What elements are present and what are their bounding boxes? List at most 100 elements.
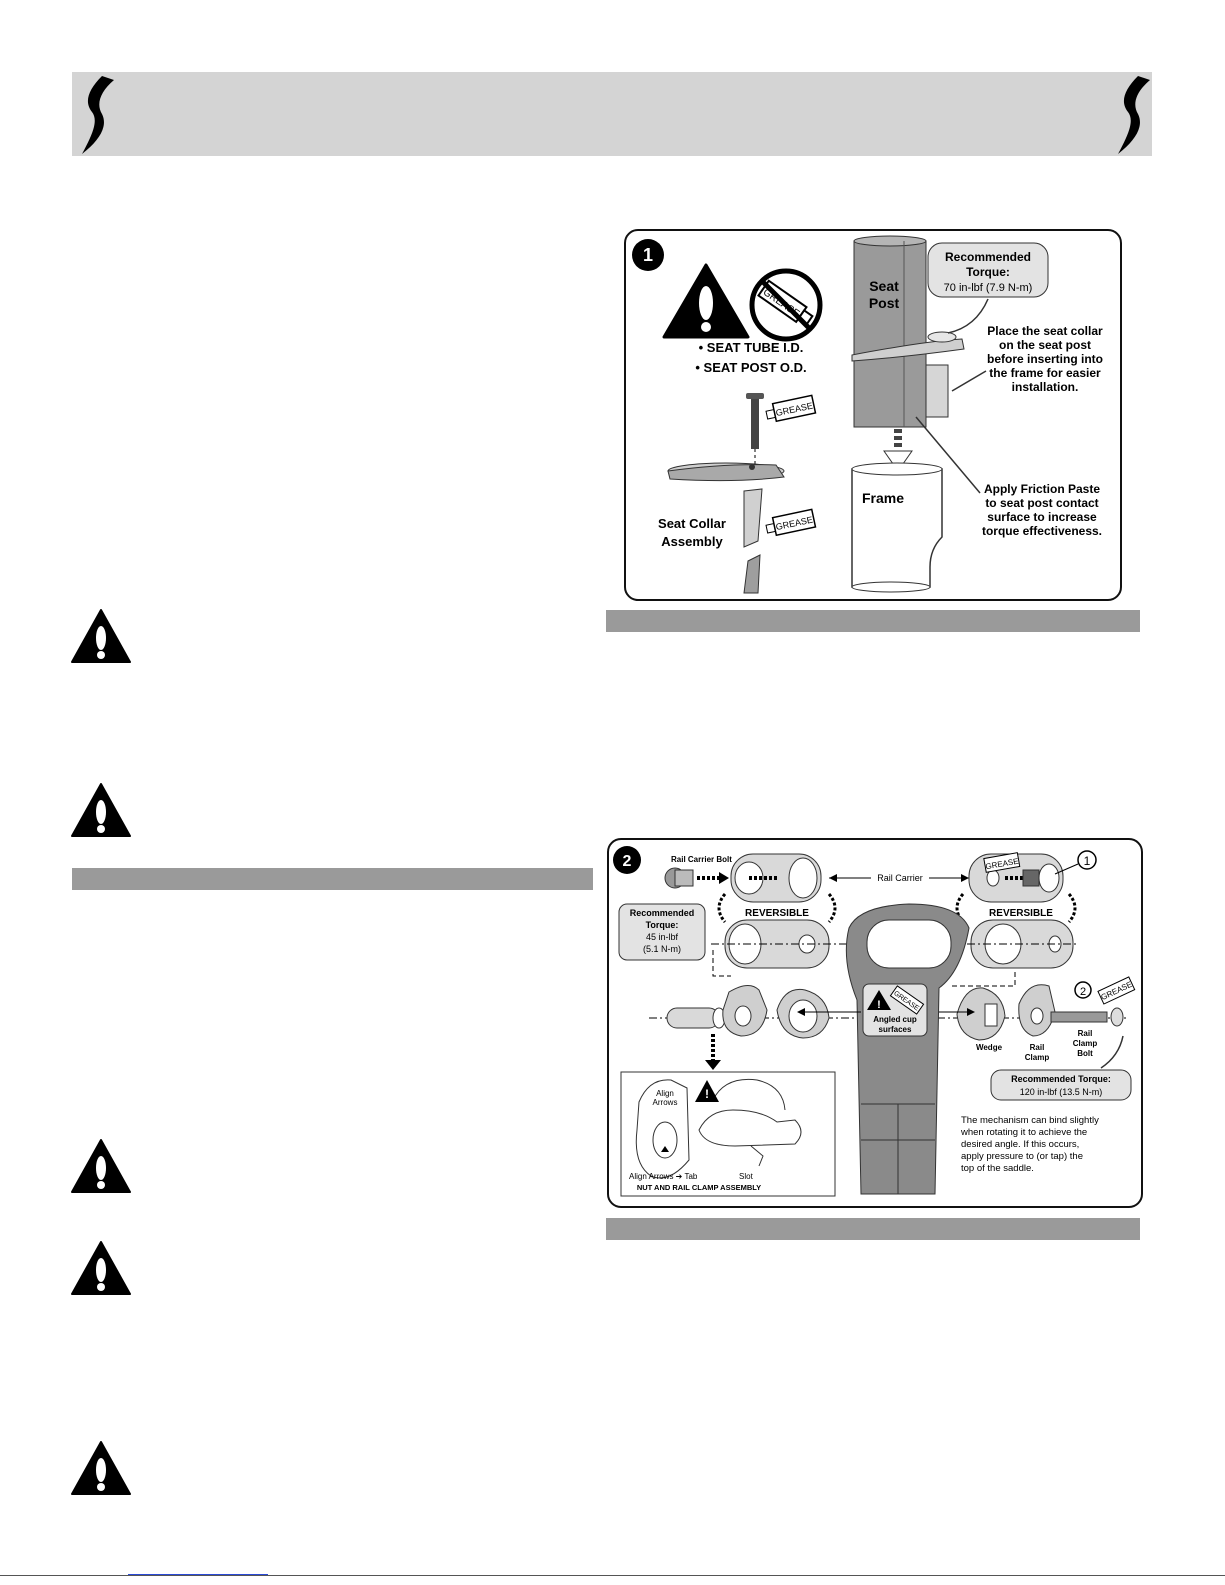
reversible-label-left: REVERSIBLE [745, 908, 809, 919]
rotate-arrow [1067, 893, 1077, 923]
left-clamp-parts [666, 985, 861, 1039]
header-bar [72, 72, 1152, 156]
svg-text:Recommended Torque:: Recommended Torque: [1011, 1074, 1111, 1084]
svg-text:installation.: installation. [1012, 380, 1079, 394]
seat-collar [667, 462, 785, 482]
svg-text:!: ! [877, 999, 881, 1011]
right-clamp-parts [939, 984, 1124, 1041]
grease-tube-icon: GREASE [1097, 976, 1136, 1005]
rail-clamp-bolt-label-1: Rail [1078, 1029, 1093, 1038]
rotate-arrow [827, 893, 837, 923]
seat-post-label-1: Seat [869, 278, 899, 294]
rail-clamp-label-1: Rail [1030, 1043, 1045, 1052]
figure-2-rail-clamp: 2 Rail Carrier Bolt REVERSIBLE Rail Carr… [607, 838, 1143, 1208]
svg-text:2: 2 [1080, 986, 1086, 998]
svg-text:desired angle. If this occurs,: desired angle. If this occurs, [961, 1139, 1079, 1150]
torque-callout: Recommended Torque: 70 in-lbf (7.9 N-m) [927, 242, 1049, 298]
rail-clamp-label-2: Clamp [1025, 1053, 1050, 1062]
warning-icon [71, 1241, 131, 1295]
svg-text:to seat post contact: to seat post contact [985, 496, 1098, 510]
angled-cup-callout: ! GREASE Angled cup surfaces [862, 983, 928, 1037]
brand-logo-right-icon [1118, 76, 1150, 154]
step-2-badge [613, 846, 641, 874]
torque-callout-right: Recommended Torque: 120 in-lbf (13.5 N-m… [990, 1069, 1132, 1101]
rail-clamp-bolt-label-2: Clamp [1073, 1039, 1098, 1048]
page-bottom-rule [0, 1575, 1225, 1576]
svg-text:Place the seat collar: Place the seat collar [987, 324, 1103, 338]
friction-note: Apply Friction Paste to seat post contac… [982, 482, 1102, 538]
inset-title: NUT AND RAIL CLAMP ASSEMBLY [637, 1183, 761, 1192]
collar-bolt [746, 393, 764, 465]
section-bar-left [72, 868, 593, 890]
dashed-arrow [697, 872, 729, 884]
collar-note: Place the seat collar on the seat post b… [987, 324, 1103, 394]
svg-text:Recommended: Recommended [945, 250, 1031, 264]
collar-note-pointer [951, 370, 987, 392]
footnote-link-rule [128, 1574, 268, 1575]
svg-text:Angled cup: Angled cup [873, 1015, 917, 1024]
svg-text:Recommended: Recommended [630, 908, 695, 918]
no-grease-item-seat-tube: • SEAT TUBE I.D. [699, 340, 804, 355]
svg-text:70 in-lbf (7.9 N-m): 70 in-lbf (7.9 N-m) [944, 282, 1033, 294]
marker-2 [1074, 981, 1092, 999]
no-grease-item-seat-post: • SEAT POST O.D. [695, 360, 806, 375]
insert-arrow [883, 429, 913, 472]
torque-pointer [1100, 1035, 1124, 1069]
svg-text:when rotating it to achieve th: when rotating it to achieve the [960, 1127, 1087, 1138]
torque-pointer [947, 298, 989, 334]
rail-carrier-label: Rail Carrier [877, 873, 923, 883]
bind-note: The mechanism can bind slightly when rot… [960, 1115, 1099, 1174]
figure-1-illustration: 1 GREASE • SEAT TUBE I.D. • SEAT POST O.… [632, 235, 1103, 594]
section-bar-right-1 [606, 610, 1140, 632]
wedge-label: Wedge [976, 1043, 1003, 1052]
collar-assembly-label-1: Seat Collar [658, 516, 726, 531]
svg-text:apply pressure to (or tap) the: apply pressure to (or tap) the [961, 1151, 1083, 1162]
svg-text:The mechanism can bind slightl: The mechanism can bind slightly [961, 1115, 1099, 1126]
frame-tube [851, 462, 943, 593]
svg-text:120 in-lbf (13.5 N-m): 120 in-lbf (13.5 N-m) [1020, 1087, 1103, 1097]
grease-tube-icon: GREASE [765, 394, 817, 423]
seat-post-label-2: Post [869, 295, 900, 311]
reversible-label-right: REVERSIBLE [989, 908, 1053, 919]
marker-1 [1077, 850, 1097, 870]
collar-wedge [743, 488, 763, 594]
svg-text:Apply Friction Paste: Apply Friction Paste [984, 482, 1100, 496]
slot-label: Slot [739, 1172, 754, 1181]
no-grease-icon: GREASE [749, 268, 823, 342]
nut-rail-clamp-inset: ! Align Arrows Align Arrows ➔ Tab Slot N… [620, 1071, 836, 1197]
torque-callout-left: Recommended Torque: 45 in-lbf (5.1 N-m) [618, 903, 706, 961]
section-bar-right-2 [606, 1218, 1140, 1240]
grease-tube-icon: GREASE [765, 508, 817, 537]
collar-assembly-label-2: Assembly [661, 534, 723, 549]
svg-text:Torque:: Torque: [966, 265, 1010, 279]
svg-text:(5.1 N-m): (5.1 N-m) [643, 944, 681, 954]
step-1-badge [632, 239, 664, 271]
grease-tube-icon: GREASE [983, 852, 1021, 873]
svg-text:Torque:: Torque: [646, 920, 679, 930]
rail-carrier-left-upper [730, 853, 822, 903]
warning-icon [71, 609, 131, 663]
figure-2-illustration: 2 Rail Carrier Bolt REVERSIBLE Rail Carr… [613, 846, 1136, 1197]
svg-text:surface to increase: surface to increase [987, 510, 1097, 524]
rail-carrier-bolt-label: Rail Carrier Bolt [671, 855, 732, 864]
rotate-arrow [717, 893, 727, 923]
seatpost-head [845, 903, 970, 1195]
svg-text:!: ! [705, 1087, 709, 1101]
brand-logo-left-icon [82, 76, 114, 154]
svg-text:top of the saddle.: top of the saddle. [961, 1163, 1034, 1174]
align-arrows-label-2: Arrows [653, 1098, 678, 1107]
svg-text:before inserting into: before inserting into [987, 352, 1103, 366]
rail-clamp-bolt-label-3: Bolt [1077, 1049, 1093, 1058]
frame-label: Frame [862, 490, 904, 506]
svg-text:1: 1 [1084, 854, 1091, 868]
step-1-number: 1 [643, 245, 653, 265]
svg-text:torque effectiveness.: torque effectiveness. [982, 524, 1102, 538]
warning-icon [71, 1441, 131, 1495]
rotate-arrow [955, 893, 965, 923]
svg-text:45 in-lbf: 45 in-lbf [646, 932, 679, 942]
warning-icon [662, 263, 750, 339]
warning-icon [71, 1139, 131, 1193]
step-2-number: 2 [623, 853, 632, 870]
svg-text:on the seat post: on the seat post [999, 338, 1091, 352]
svg-text:the frame for easier: the frame for easier [989, 366, 1101, 380]
